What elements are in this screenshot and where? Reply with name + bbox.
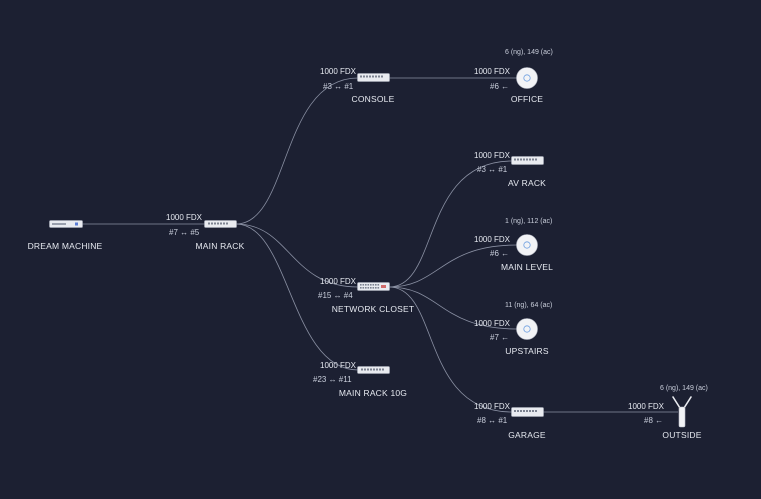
link-closet-mainlevel (388, 244, 518, 288)
av-rack-speed: 1000 FDX (474, 151, 511, 160)
console-ports: #3 ↔ #1 (323, 82, 354, 91)
link-closet-avrack (388, 160, 513, 288)
network-closet-label: NETWORK CLOSET (331, 304, 415, 314)
main-level-ports: #6 ← (490, 249, 510, 258)
dream-machine-icon[interactable] (49, 220, 83, 228)
main-level-channels: 1 (ng), 112 (ac) (505, 218, 553, 225)
main-rack-switch-icon[interactable] (204, 220, 237, 228)
office-channels: 6 (ng), 149 (ac) (505, 49, 553, 56)
network-closet-speed: 1000 FDX (320, 277, 357, 286)
outside-channels: 6 (ng), 149 (ac) (660, 385, 708, 392)
outside-speed: 1000 FDX (628, 402, 665, 411)
office-label: OFFICE (510, 94, 544, 104)
link-closet-upstairs (388, 286, 518, 330)
console-label: CONSOLE (351, 94, 395, 104)
link-main-console (235, 77, 359, 225)
outside-antenna-icon[interactable] (671, 396, 693, 428)
main-rack-10g-speed: 1000 FDX (320, 361, 357, 370)
main-level-access-point-icon[interactable] (516, 234, 538, 256)
link-main-10g (235, 223, 359, 371)
office-speed: 1000 FDX (474, 67, 511, 76)
main-level-speed: 1000 FDX (474, 235, 511, 244)
av-rack-switch-icon[interactable] (511, 156, 544, 165)
upstairs-label: UPSTAIRS (505, 346, 549, 356)
main-level-label: MAIN LEVEL (500, 262, 554, 272)
upstairs-ports: #7 ← (490, 333, 510, 342)
upstairs-access-point-icon[interactable] (516, 318, 538, 340)
garage-switch-icon[interactable] (511, 407, 544, 417)
outside-ports: #8 ← (644, 416, 664, 425)
console-speed: 1000 FDX (320, 67, 357, 76)
main-rack-label: MAIN RACK (195, 241, 245, 251)
main-rack-10g-label: MAIN RACK 10G (338, 388, 408, 398)
av-rack-ports: #3 ↔ #1 (477, 165, 508, 174)
office-ports: #6 ← (490, 82, 510, 91)
av-rack-label: AV RACK (507, 178, 547, 188)
garage-ports: #8 ↔ #1 (477, 416, 508, 425)
outside-label: OUTSIDE (662, 430, 702, 440)
upstairs-channels: 11 (ng), 64 (ac) (505, 302, 553, 309)
garage-label: GARAGE (508, 430, 546, 440)
console-switch-icon[interactable] (357, 73, 390, 82)
link-closet-garage (388, 286, 513, 413)
network-closet-switch-icon[interactable] (357, 282, 390, 291)
main-rack-10g-switch-icon[interactable] (357, 366, 390, 374)
network-closet-ports: #15 ↔ #4 (318, 291, 353, 300)
main-rack-speed: 1000 FDX (166, 213, 203, 222)
main-rack-ports: #7 ↔ #5 (169, 228, 200, 237)
dream-machine-label: DREAM MACHINE (27, 241, 103, 251)
link-main-closet (235, 223, 359, 288)
garage-speed: 1000 FDX (474, 402, 511, 411)
main-rack-10g-ports: #23 ↔ #11 (313, 375, 352, 384)
upstairs-speed: 1000 FDX (474, 319, 511, 328)
office-access-point-icon[interactable] (516, 67, 538, 89)
